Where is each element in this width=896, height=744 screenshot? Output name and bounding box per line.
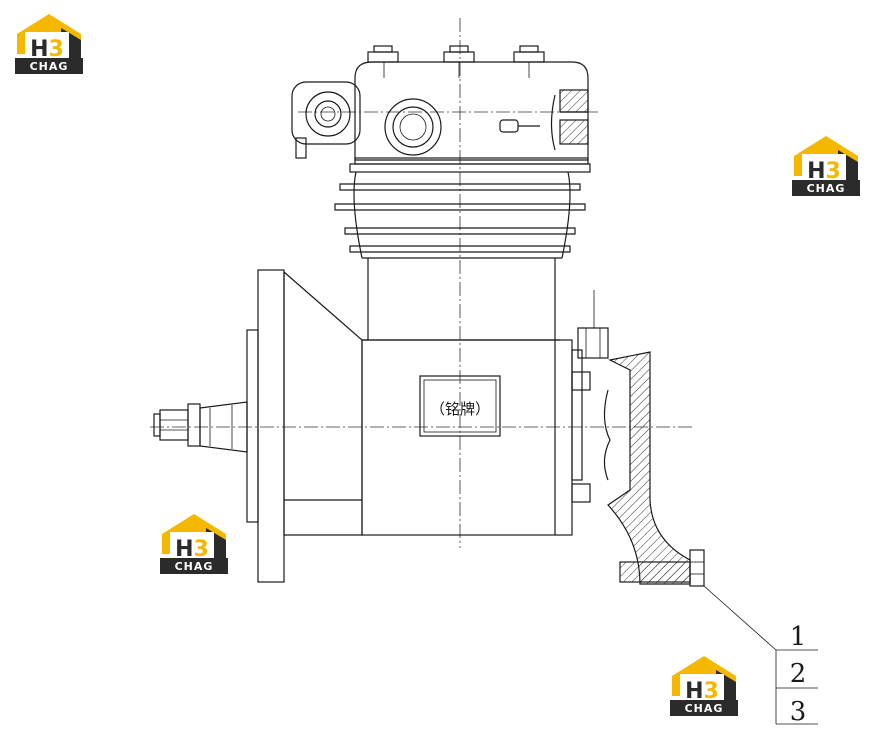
svg-text:H3: H3 <box>175 537 209 562</box>
watermark-logo-bottom-left: H3 CHAG <box>160 514 228 574</box>
watermark-logo-top-left: H3 CHAG <box>15 14 83 74</box>
cylinder-head <box>291 45 591 173</box>
svg-text:CHAG: CHAG <box>807 182 846 195</box>
svg-text:CHAG: CHAG <box>175 560 214 573</box>
callout-3: 3 <box>790 697 807 727</box>
nameplate-label: （铭牌） <box>430 400 490 418</box>
svg-text:CHAG: CHAG <box>685 702 724 715</box>
watermark-logo-top-right: H3 CHAG <box>792 136 860 196</box>
callout-1: 1 <box>790 622 807 652</box>
drive-shaft <box>153 401 248 453</box>
svg-text:H3: H3 <box>685 679 719 704</box>
cooling-fins <box>334 171 586 259</box>
svg-text:CHAG: CHAG <box>30 60 69 73</box>
svg-text:H3: H3 <box>30 37 64 62</box>
callout-leader: 1 2 3 <box>703 585 818 727</box>
mounting-flange <box>246 269 363 583</box>
svg-text:H3: H3 <box>807 159 841 184</box>
cylinder <box>362 258 560 341</box>
bracket <box>571 290 705 587</box>
nameplate: （铭牌） <box>419 375 501 437</box>
crankcase <box>361 339 583 536</box>
watermark-logo-bottom-right: H3 CHAG <box>670 656 738 716</box>
callout-2: 2 <box>790 659 807 689</box>
